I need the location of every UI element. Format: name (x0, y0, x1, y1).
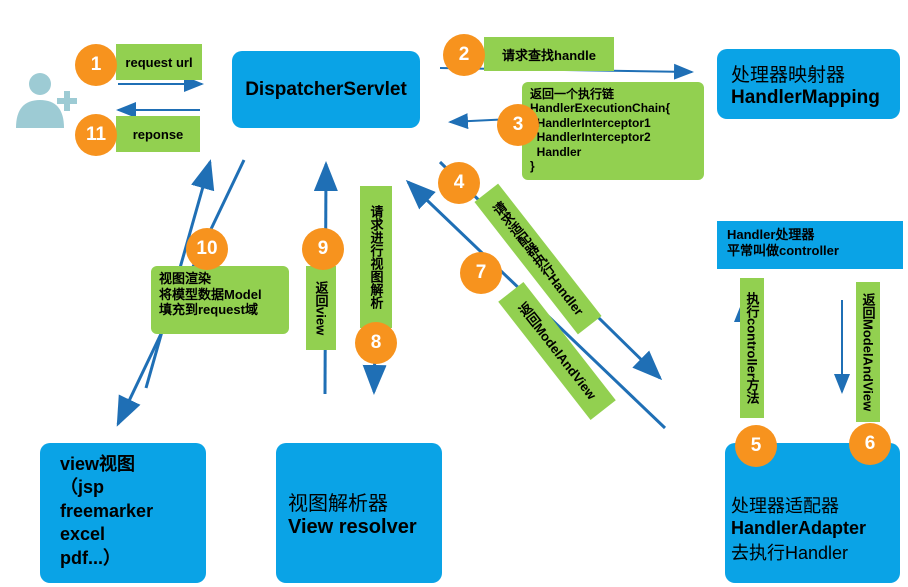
handler-note-box: Handler处理器 平常叫做controller (717, 221, 903, 269)
step-6-badge: 6 (849, 423, 891, 465)
view-resolver-box: 视图解析器 View resolver (276, 443, 442, 583)
step-11-number: 11 (85, 124, 107, 145)
step-8-label: 请求进行视图解析 (360, 186, 392, 328)
dispatcher-servlet-box: DispatcherServlet (232, 51, 420, 128)
handler-adapter-cn: 处理器适配器 (731, 495, 839, 516)
step-10-label: 视图渲染 将模型数据Model 填充到request域 (151, 266, 289, 334)
step-8-number: 8 (370, 332, 382, 353)
step-1-label: request url (116, 44, 202, 80)
step-2-text: 请求查找handle (502, 47, 596, 63)
step-6-number: 6 (864, 433, 876, 454)
step-6-text: 返回ModelAndView (860, 292, 876, 412)
step-3-label: 返回一个执行链 HandlerExecutionChain{ HandlerIn… (522, 82, 704, 180)
step-11-badge: 11 (75, 114, 117, 156)
dispatcher-servlet-label: DispatcherServlet (245, 78, 407, 100)
handler-mapping-cn: 处理器映射器 (731, 64, 846, 86)
step-8-badge: 8 (355, 322, 397, 364)
step-10-text: 视图渲染 将模型数据Model 填充到request域 (159, 271, 262, 318)
step-5-label: 执行controller方法 (740, 278, 764, 418)
step-3-number: 3 (512, 114, 524, 135)
handler-mapping-box: 处理器映射器 HandlerMapping (717, 49, 900, 119)
step-5-badge: 5 (735, 425, 777, 467)
handler-adapter-en: HandlerAdapter (731, 517, 867, 538)
step-7-badge: 7 (460, 252, 502, 294)
handler-note-text: Handler处理器 平常叫做controller (727, 227, 839, 258)
step-5-text: 执行controller方法 (744, 292, 760, 404)
step-3-text: 返回一个执行链 HandlerExecutionChain{ HandlerIn… (530, 87, 671, 173)
step-9-number: 9 (317, 238, 329, 259)
step-2-badge: 2 (443, 34, 485, 76)
step-1-number: 1 (90, 54, 102, 75)
step-2-number: 2 (458, 44, 470, 65)
step-2-label: 请求查找handle (484, 37, 614, 71)
step-9-badge: 9 (302, 228, 344, 270)
view-resolver-en: View resolver (288, 516, 417, 538)
step-5-number: 5 (750, 435, 762, 456)
step-1-badge: 1 (75, 44, 117, 86)
step-9-text: 返回view (313, 280, 329, 336)
step-11-label: reponse (116, 116, 200, 152)
step-8-text: 请求进行视图解析 (368, 205, 384, 309)
user-add-icon (16, 73, 77, 128)
step-4-badge: 4 (438, 162, 480, 204)
handler-mapping-en: HandlerMapping (731, 86, 880, 108)
view-box: view视图 （jsp freemarker excel pdf...） (40, 443, 206, 583)
step-4-number: 4 (453, 172, 465, 193)
view-resolver-cn: 视图解析器 (288, 493, 388, 515)
step-6-label: 返回ModelAndView (856, 282, 880, 422)
step-1-text: request url (125, 54, 193, 70)
step-10-number: 10 (196, 238, 218, 259)
step-3-badge: 3 (497, 104, 539, 146)
handler-adapter-exec: 去执行Handler (731, 542, 849, 563)
step-11-text: reponse (132, 126, 184, 142)
step-9-label: 返回view (306, 266, 336, 350)
step-7-number: 7 (475, 262, 487, 283)
view-text: view视图 （jsp freemarker excel pdf...） (60, 454, 154, 568)
step-10-badge: 10 (186, 228, 228, 270)
